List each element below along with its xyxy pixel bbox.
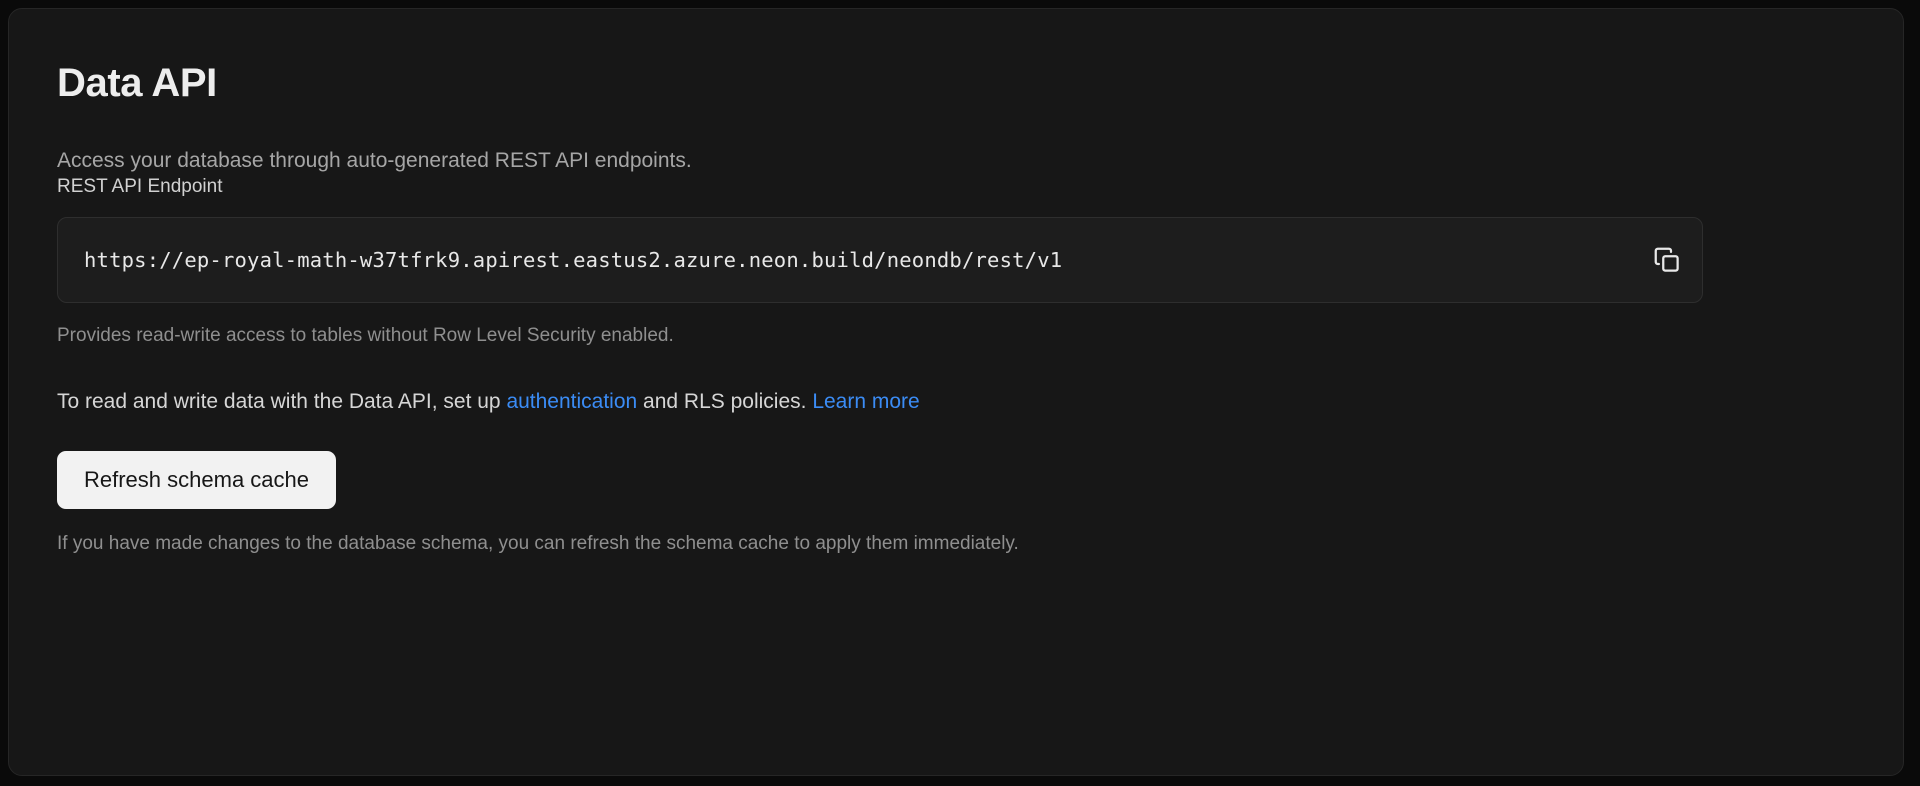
refresh-schema-cache-help: If you have made changes to the database…: [57, 533, 1019, 555]
card-description: Access your database through auto-genera…: [57, 149, 692, 172]
refresh-schema-cache-button[interactable]: Refresh schema cache: [57, 451, 336, 510]
authentication-link[interactable]: authentication: [506, 389, 638, 413]
refresh-button-row: Refresh schema cache: [57, 416, 1855, 510]
copy-endpoint-button[interactable]: [1636, 218, 1698, 302]
auth-notice-prefix: To read and write data with the Data API…: [57, 389, 507, 413]
rest-api-endpoint-help: Provides read-write access to tables wit…: [57, 325, 674, 347]
data-api-card: Data API Access your database through au…: [8, 8, 1904, 776]
rest-api-endpoint-field[interactable]: [57, 217, 1703, 304]
learn-more-link[interactable]: Learn more: [812, 389, 920, 413]
auth-notice-middle: and RLS policies.: [637, 389, 813, 413]
rest-api-endpoint-label: REST API Endpoint: [57, 176, 223, 198]
rest-api-endpoint-input[interactable]: [58, 247, 1636, 274]
page-title: Data API: [57, 61, 217, 105]
copy-icon: [1652, 245, 1682, 275]
auth-notice: To read and write data with the Data API…: [57, 349, 1855, 416]
